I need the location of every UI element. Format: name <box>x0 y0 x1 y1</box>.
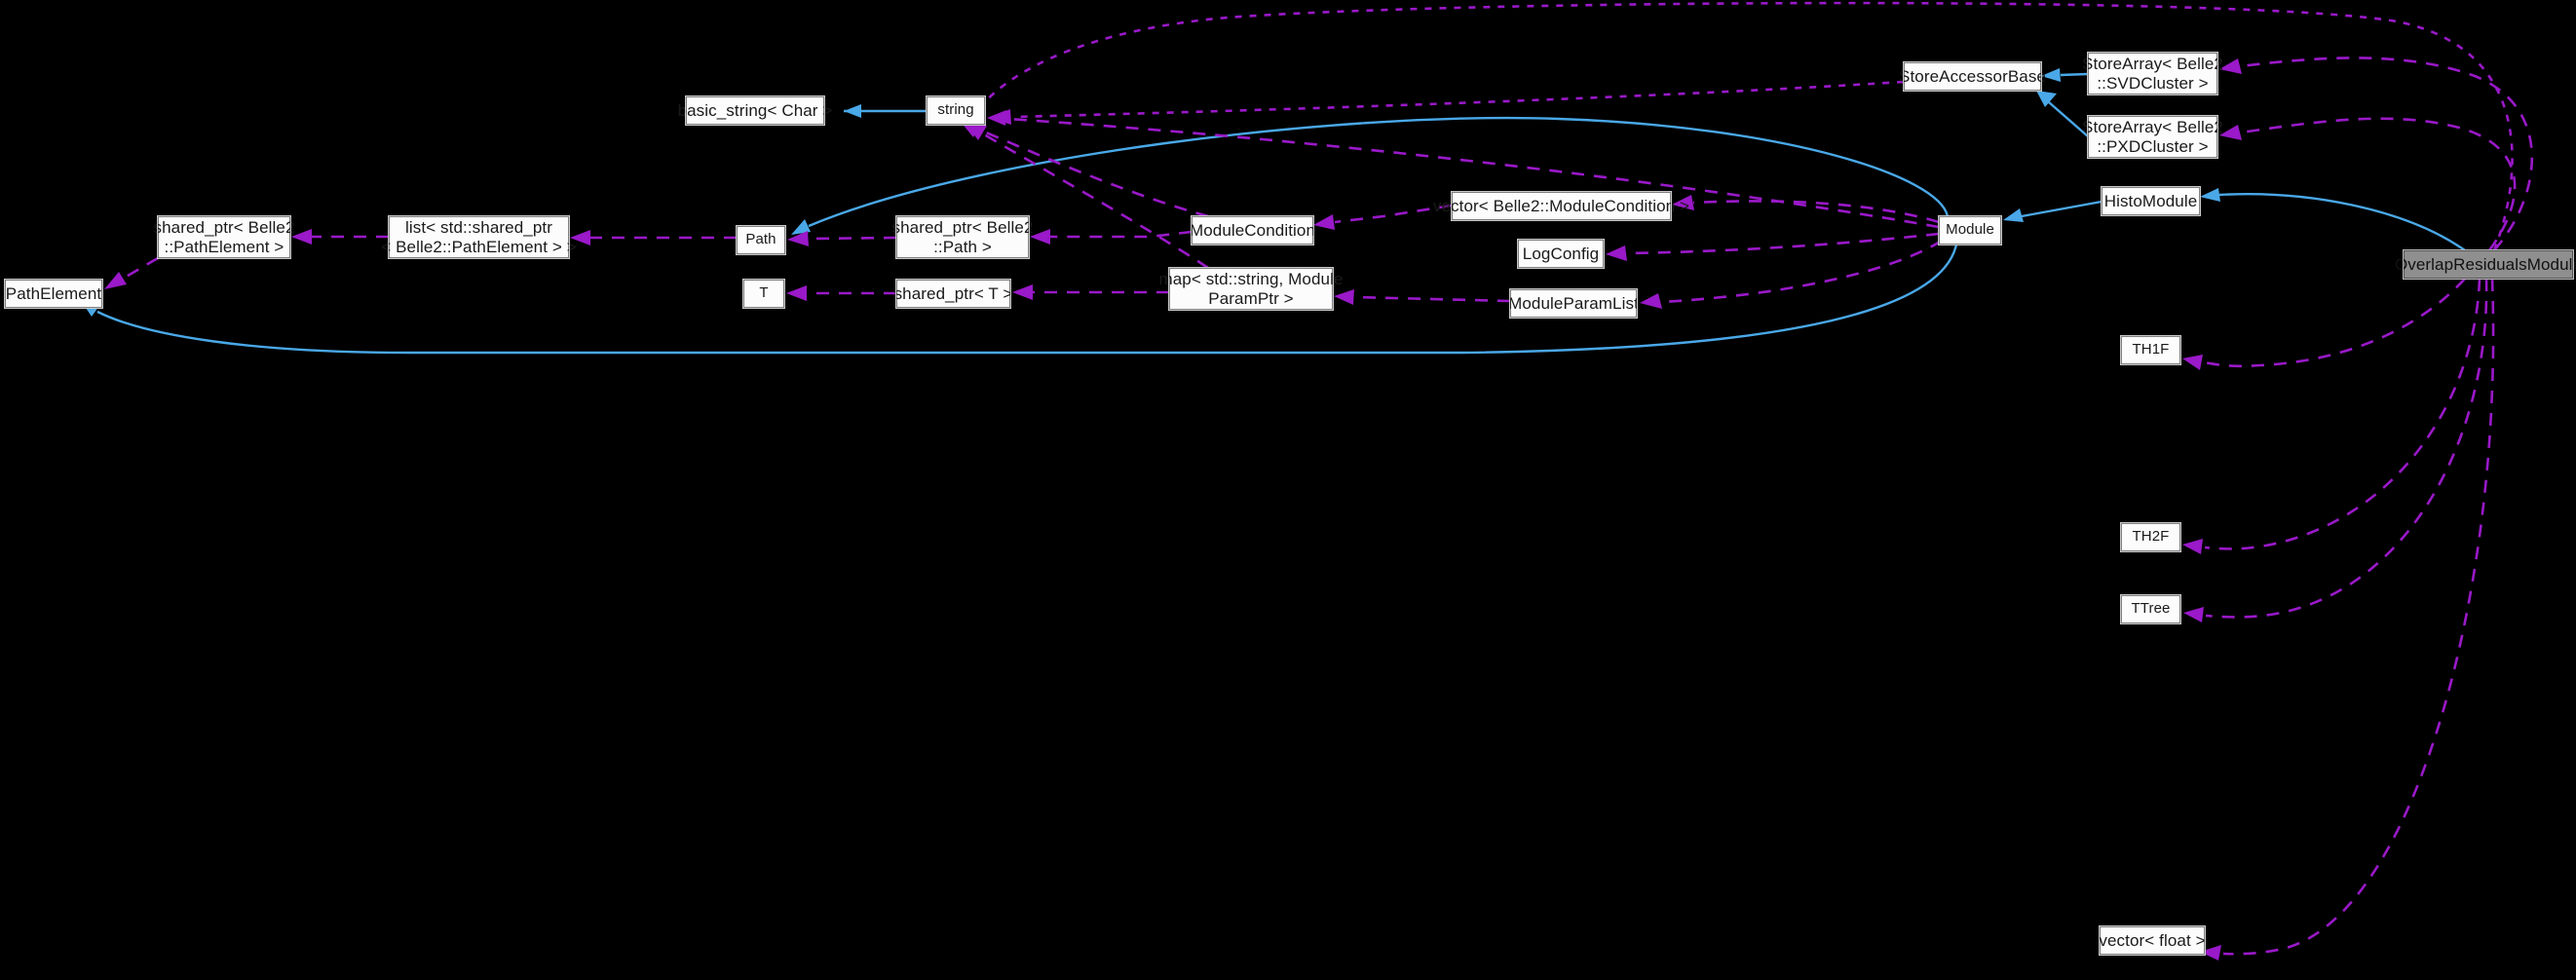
edge-modulecondition-string <box>961 122 1209 218</box>
edge-overlapresiduals-storearray_pxd <box>2219 117 2517 251</box>
node-t[interactable]: T <box>742 279 785 309</box>
node-module[interactable]: Module <box>1938 215 2002 245</box>
node-storearray_pxd[interactable]: StoreArray< Belle2 ::PXDCluster > <box>2082 115 2223 159</box>
edge-overlapresiduals-vector_float <box>2200 278 2495 961</box>
node-overlapresiduals[interactable]: OverlapResidualsModule <box>2395 249 2576 280</box>
edge-vector_modcond-modulecondition <box>1313 204 1453 230</box>
edge-storearray_pxd-storeaccessorbase <box>2036 91 2089 137</box>
edge-overlapresiduals-th2f <box>2182 278 2481 554</box>
node-sharedptr_pe[interactable]: shared_ptr< Belle2 ::PathElement > <box>154 215 294 259</box>
node-ttree[interactable]: TTree <box>2120 594 2181 624</box>
node-sharedptr_t[interactable]: shared_ptr< T > <box>894 279 1012 309</box>
edge-overlapresiduals-th1f <box>2182 278 2466 370</box>
edge-module-vector_modcond <box>1672 195 1940 224</box>
edge-sharedptr_t-t <box>786 285 896 301</box>
edge-overlapresiduals-ttree <box>2183 278 2488 622</box>
node-th1f[interactable]: TH1F <box>2120 335 2181 365</box>
node-storearray_svd[interactable]: StoreArray< Belle2 ::SVDCluster > <box>2082 52 2223 95</box>
edge-storearray_svd-storeaccessorbase <box>2041 68 2089 82</box>
node-logconfig[interactable]: LogConfig <box>1517 239 1605 269</box>
edge-overlapresiduals-storearray_svd <box>2219 57 2534 251</box>
edge-module-moduleparamlist <box>1640 239 1943 309</box>
node-map_moduleparam[interactable]: map< std::string, Module ParamPtr > <box>1158 267 1343 311</box>
node-th2f[interactable]: TH2F <box>2120 522 2181 552</box>
edge-sharedptr_pe-pathelement <box>104 256 159 289</box>
edge-module-path <box>791 116 1950 235</box>
node-basic_string[interactable]: basic_string< Char > <box>678 95 832 126</box>
node-vector_modcond[interactable]: vector< Belle2::ModuleCondition > <box>1433 191 1689 221</box>
edge-string-basic_string <box>844 104 927 118</box>
node-pathelement[interactable]: PathElement <box>4 279 103 309</box>
edge-list_sharedptr-sharedptr_pe <box>291 229 389 245</box>
node-storeaccessorbase[interactable]: StoreAccessorBase <box>1899 61 2046 92</box>
edge-sharedptr_path-path <box>787 231 897 246</box>
node-list_sharedptr[interactable]: list< std::shared_ptr < Belle2::PathElem… <box>381 215 577 259</box>
node-vector_float[interactable]: vector< float > <box>2099 925 2206 956</box>
edge-module-pathelement <box>82 244 1958 355</box>
node-string[interactable]: string <box>926 95 986 126</box>
edge-path-list_sharedptr <box>570 230 737 245</box>
node-sharedptr_path[interactable]: shared_ptr< Belle2 ::Path > <box>892 215 1033 259</box>
edge-map_moduleparam-sharedptr_t <box>1012 284 1169 300</box>
edge-module-logconfig <box>1606 232 1940 261</box>
node-histomodule[interactable]: HistoModule <box>2101 186 2201 216</box>
edge-storeaccessorbase-string <box>990 80 1905 125</box>
edge-moduleparamlist-map_moduleparam <box>1334 289 1511 305</box>
edge-histomodule-module <box>2003 200 2102 222</box>
node-modulecondition[interactable]: ModuleCondition <box>1190 215 1315 245</box>
node-moduleparamlist[interactable]: ModuleParamList <box>1508 288 1639 319</box>
edge-modulecondition-sharedptr_path <box>1030 229 1193 245</box>
node-path[interactable]: Path <box>736 225 786 255</box>
edge-overlapresiduals-histomodule <box>2200 188 2466 251</box>
